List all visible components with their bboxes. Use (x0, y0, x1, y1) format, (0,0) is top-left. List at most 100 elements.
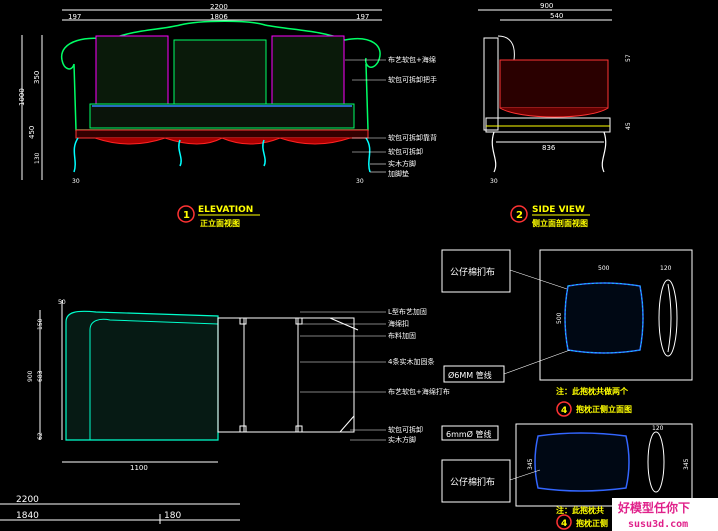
back-cushion-left (95, 35, 169, 105)
pillow2-dim-h: 345 (527, 458, 534, 470)
pillow1-front (564, 282, 644, 354)
pipe-label-box (441, 425, 499, 441)
elevation-title-cn: 正立面视图 (200, 218, 240, 228)
plan-block (239, 317, 247, 325)
pillow2-dim-t: 120 (652, 425, 664, 432)
pillow1-title: 抱枕正侧立面图 (576, 404, 632, 414)
pillow1-piping (564, 282, 644, 354)
plan-callout-6: 软包可拆卸 (388, 425, 423, 434)
plan-dim-width: 1100 (130, 464, 148, 472)
view-number: 4 (561, 406, 567, 416)
plan-sofa-body (65, 310, 219, 441)
side-dim-r1: 57 (625, 54, 632, 62)
dim-right: 197 (356, 13, 369, 21)
callout-leaders (345, 59, 386, 173)
back-cushion-center (173, 39, 267, 105)
back-cushion-right (271, 35, 345, 105)
pillow1-side (658, 279, 678, 357)
plan-block (239, 425, 247, 433)
plan-dim-a: 150 (37, 318, 44, 330)
pillow1-note: 注：此抱枕共做两个 (556, 386, 629, 396)
pillow2-front (534, 432, 630, 492)
pillow1-label: 公仔棉扪布 (450, 266, 495, 278)
elev-callout-6: 加脚垫 (388, 169, 409, 178)
plan-block (295, 425, 303, 433)
bottom-dim-a: 2200 (16, 495, 39, 505)
dim-height: 1000 (18, 88, 26, 106)
watermark: 好模型任你下 susu3d.com (612, 498, 718, 531)
bottom-dim-c: 180 (164, 511, 181, 521)
leader (509, 269, 571, 291)
elevation-title-en: ELEVATION (198, 205, 253, 215)
view-number-badge (177, 205, 195, 223)
side-leg (491, 131, 497, 173)
leader (509, 469, 541, 481)
side-dim-seat: 836 (542, 144, 556, 152)
side-title-en: SIDE VIEW (532, 205, 585, 215)
apron (75, 129, 369, 139)
plan-callout-2: 海绵扣 (388, 319, 409, 328)
side-title-cn: 侧立面剖面视图 (532, 218, 588, 228)
elev-callout-3: 软包可拆卸靠背 (388, 133, 437, 142)
dim-h2: 450 (28, 126, 36, 139)
plan-corner (339, 415, 355, 433)
side-dim-overall: 900 (540, 2, 553, 10)
plan-frame (217, 317, 355, 433)
view-number: 4 (561, 519, 567, 529)
elev-callout-1: 布艺软包+海绵 (388, 55, 436, 64)
watermark-line2: susu3d.com (628, 519, 688, 530)
seat-cushion (89, 103, 355, 129)
view-number-badge (556, 401, 572, 417)
plan-view: 50 150 900 683 62 1100 L型布艺加固 (27, 299, 450, 472)
dim-foot-left: 30 (72, 178, 80, 185)
dim-h1: 350 (33, 71, 41, 84)
plan-leaders (300, 311, 386, 441)
plan-callout-1: L型布艺加固 (388, 307, 427, 316)
pillow-detail-1: 公仔棉扪布 500 120 500 Ø6MM 管线 注：此抱枕共做两个 4 抱枕… (441, 249, 693, 417)
leg (262, 139, 266, 167)
pillow-label-box (441, 459, 511, 503)
side-dim-r2: 45 (625, 122, 632, 130)
view-number-badge (510, 205, 528, 223)
plan-callout-5: 布艺软包+海绵打布 (388, 387, 450, 396)
plan-block (295, 317, 303, 325)
side-dim-foot: 30 (490, 178, 498, 185)
pillow-detail-box (515, 423, 693, 507)
plan-dim-b: 900 (27, 370, 34, 382)
watermark-line1: 好模型任你下 (617, 500, 690, 515)
pillow2-title: 抱枕正侧 (576, 518, 608, 528)
watermark-bg (612, 498, 718, 531)
pillow-label-box (441, 249, 511, 293)
view-number: 1 (183, 210, 190, 221)
side-seat-cushion (499, 59, 609, 109)
leg (73, 137, 79, 173)
elev-callout-5: 实木方脚 (388, 159, 416, 168)
pillow1-dim-t: 120 (660, 265, 672, 272)
pillow1-dim-h: 500 (556, 312, 563, 324)
pillow2-note: 注：此抱枕共 (556, 505, 604, 515)
side-seat-bottom (499, 107, 609, 118)
plan-dim-d: 62 (37, 432, 44, 440)
pillow1-dim-w: 500 (598, 265, 610, 272)
pillow2-pipe: 6mmØ 管线 (446, 429, 492, 439)
sofa-arms (61, 59, 369, 131)
bottom-dim-b: 1840 (16, 511, 39, 521)
side-leg (601, 131, 607, 173)
leg (178, 139, 182, 167)
plan-back-line (89, 318, 219, 331)
plan-callout-4: 4条实木加固条 (388, 357, 434, 366)
view-number-badge (556, 514, 572, 530)
pillow-detail-box (539, 249, 693, 381)
pillow1-side-seam (667, 283, 672, 353)
pillow2-dim-h2: 345 (683, 458, 690, 470)
elev-callout-2: 软包可拆卸把手 (388, 75, 437, 84)
view-number: 2 (516, 210, 523, 221)
dim-h4: 130 (34, 152, 41, 164)
dim-left: 197 (68, 13, 81, 21)
elev-callout-4: 软包可拆卸 (388, 147, 423, 156)
bottom-dims: 2200 1840 180 (0, 495, 240, 524)
leader (503, 349, 571, 375)
plan-callout-3: 布料加固 (388, 331, 416, 340)
pillow1-pipe: Ø6MM 管线 (448, 370, 492, 380)
